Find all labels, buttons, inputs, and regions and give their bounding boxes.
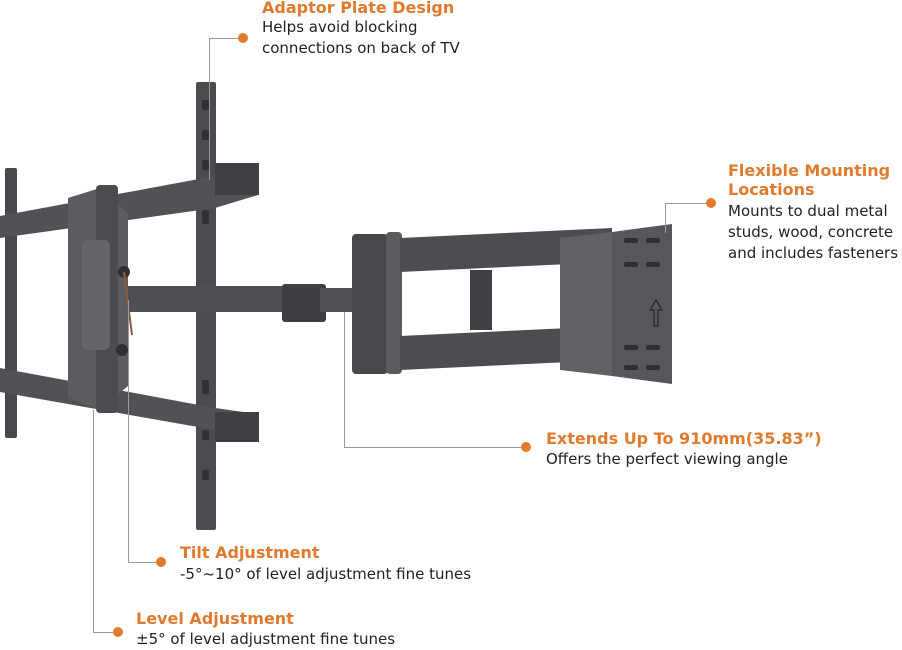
adaptor-title: Adaptor Plate Design [262, 0, 455, 17]
flexible-leader-vertical [665, 203, 666, 233]
extends-line1: Offers the perfect viewing angle [546, 450, 788, 468]
adaptor-leader-vertical [209, 38, 210, 180]
wall-plate [612, 224, 672, 384]
lower-double-arm [400, 326, 612, 370]
inner-arm [128, 286, 300, 312]
adaptor-line1: Helps avoid blocking [262, 18, 418, 36]
tilt-leader-vertical [128, 300, 129, 562]
flexible-title-line2: Locations [728, 180, 815, 199]
adaptor-line2: connections on back of TV [262, 39, 460, 57]
tilt-marker-dot [156, 557, 166, 567]
level-leader-vertical [93, 410, 94, 633]
extends-leader-vertical [344, 312, 345, 448]
flexible-line2: studs, wood, concrete [728, 223, 894, 241]
flexible-line3: and includes fasteners [728, 244, 899, 262]
level-leader-horizontal [93, 632, 115, 633]
up-arrow-mark [648, 298, 664, 327]
flexible-line1: Mounts to dual metal [728, 202, 888, 220]
upper-double-arm [400, 228, 612, 272]
upper-crossbar [0, 165, 258, 238]
flexible-marker-dot [706, 198, 716, 208]
tilt-line1: -5°~10° of level adjustment fine tunes [180, 565, 472, 583]
flexible-leader-horizontal [665, 203, 707, 204]
extends-title: Extends Up To 910mm(35.83”) [546, 429, 822, 448]
lower-crossbar [0, 368, 258, 440]
left-vertical-rail [5, 168, 17, 438]
tilt-leader-horizontal [128, 562, 158, 563]
level-line1: ±5° of level adjustment fine tunes [136, 630, 396, 648]
tilt-title: Tilt Adjustment [180, 543, 320, 562]
level-title: Level Adjustment [136, 609, 294, 628]
adaptor-marker-dot [238, 33, 248, 43]
level-marker-dot [113, 627, 123, 637]
extends-leader-horizontal [344, 447, 524, 448]
adaptor-leader-horizontal [209, 38, 243, 39]
flexible-title-line1: Flexible Mounting [728, 161, 891, 180]
extends-marker-dot [521, 442, 531, 452]
